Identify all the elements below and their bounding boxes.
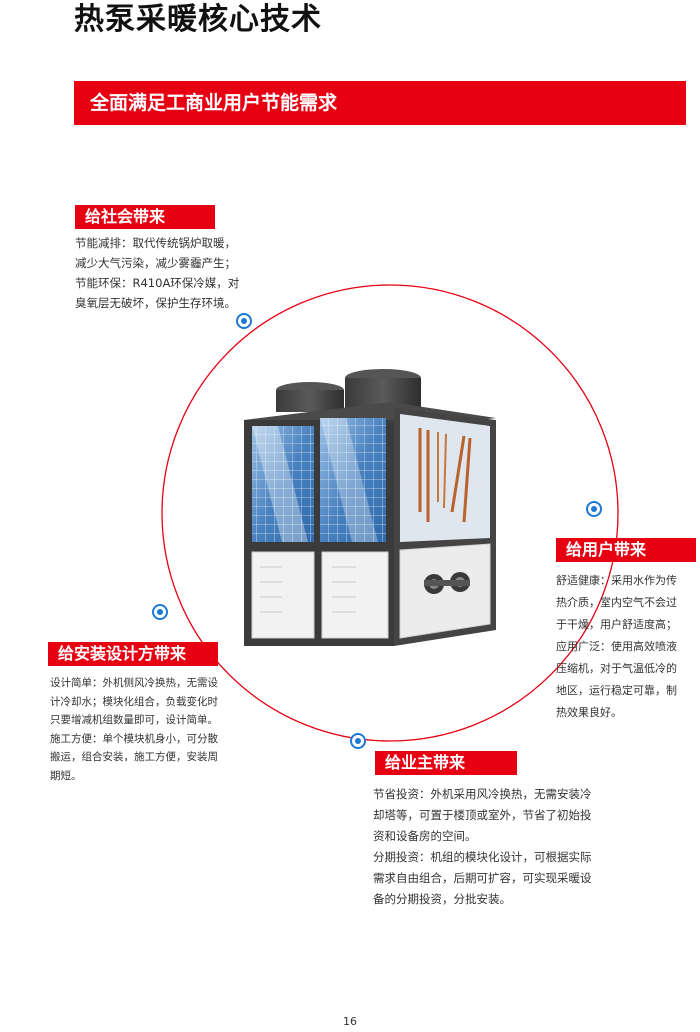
text-line: 期短。 <box>50 769 82 782</box>
ring-marker-installer <box>152 604 168 620</box>
ring-marker-society <box>236 313 252 329</box>
ring-marker-user <box>586 501 602 517</box>
heading-installer: 给安装设计方带来 <box>48 642 218 666</box>
text-line: 应用广泛：使用高效喷液 <box>556 640 677 653</box>
text-user: 舒适健康：采用水作为传 热介质，室内空气不会过 于干燥，用户舒适度高； 应用广泛… <box>556 570 700 724</box>
text-owner: 节省投资：外机采用风冷换热，无需安装冷 却塔等，可置于楼顶或室外，节省了初始投 … <box>373 784 633 910</box>
text-line: 节省投资：外机采用风冷换热，无需安装冷 <box>373 787 592 801</box>
text-line: 资和设备房的空间。 <box>373 829 477 843</box>
text-line: 需求自由组合，后期可扩容，可实现采暖设 <box>373 871 592 885</box>
heading-owner: 给业主带来 <box>375 751 517 775</box>
text-line: 却塔等，可置于楼顶或室外，节省了初始投 <box>373 808 592 822</box>
text-line: 热效果良好。 <box>556 706 622 719</box>
text-line: 施工方便：单个模块机身小，可分散 <box>50 732 218 745</box>
text-line: 于干燥，用户舒适度高； <box>556 618 677 631</box>
text-line: 计冷却水；模块化组合，负载变化时 <box>50 695 218 708</box>
text-line: 节能减排：取代传统锅炉取暖， <box>75 236 236 250</box>
text-line: 压缩机，对于气温低冷的 <box>556 662 677 675</box>
text-line: 减少大气污染，减少雾霾产生； <box>75 256 236 270</box>
heading-user: 给用户带来 <box>556 538 696 562</box>
text-line: 地区，运行稳定可靠，制 <box>556 684 677 697</box>
text-line: 备的分期投资，分批安装。 <box>373 892 511 906</box>
text-line: 分期投资：机组的模块化设计，可根据实际 <box>373 850 592 864</box>
text-line: 臭氧层无破坏，保护生存环境。 <box>75 296 236 310</box>
page-title: 热泵采暖核心技术 <box>74 2 322 37</box>
heat-pump-unit-illustration <box>244 369 496 646</box>
section-banner: 全面满足工商业用户节能需求 <box>74 81 686 125</box>
text-line: 设计简单：外机侧风冷换热，无需设 <box>50 677 218 689</box>
ring-marker-owner <box>350 733 366 749</box>
text-line: 节能环保：R410A环保冷媒，对 <box>75 276 240 290</box>
text-line: 舒适健康：采用水作为传 <box>556 574 677 587</box>
text-line: 只要增减机组数量即可，设计简单。 <box>50 714 218 726</box>
text-line: 搬运，组合安装，施工方便，安装周 <box>50 751 218 763</box>
text-line: 热介质，室内空气不会过 <box>556 596 677 609</box>
text-installer: 设计简单：外机侧风冷换热，无需设 计冷却水；模块化组合，负载变化时 只要增减机组… <box>50 674 250 785</box>
page-number: 16 <box>343 1015 357 1028</box>
text-society: 节能减排：取代传统锅炉取暖， 减少大气污染，减少雾霾产生； 节能环保：R410A… <box>75 233 275 313</box>
heading-society: 给社会带来 <box>75 205 215 229</box>
